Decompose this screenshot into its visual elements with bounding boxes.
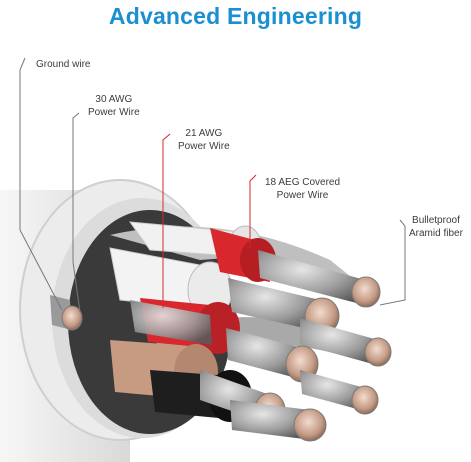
awg30-leader — [72, 112, 81, 313]
label-30awg-power-wire: 30 AWG Power Wire — [88, 94, 140, 118]
aeg18-leader — [249, 174, 257, 248]
strand-bundle-8 — [130, 300, 212, 345]
label-ground-wire: Ground wire — [36, 59, 91, 70]
page-title: Advanced Engineering — [108, 3, 363, 29]
strand-bundle-5 — [300, 370, 379, 415]
strand-bundle-1 — [258, 250, 381, 308]
strand-bundle-3 — [300, 318, 392, 367]
aramid-leader — [379, 219, 406, 306]
label-18aeg-covered-power-wire: 18 AEG Covered Power Wire — [265, 177, 341, 201]
label-aramid-fiber: Bulletproof Aramid fiber — [409, 215, 463, 239]
awg21-leader — [162, 133, 171, 308]
ground-wire-end — [50, 295, 83, 331]
leader-lines — [19, 57, 406, 313]
strand-bundle-7 — [230, 400, 327, 442]
ground-wire-leader — [19, 57, 63, 311]
label-21awg-power-wire: 21 AWG Power Wire — [178, 128, 230, 152]
